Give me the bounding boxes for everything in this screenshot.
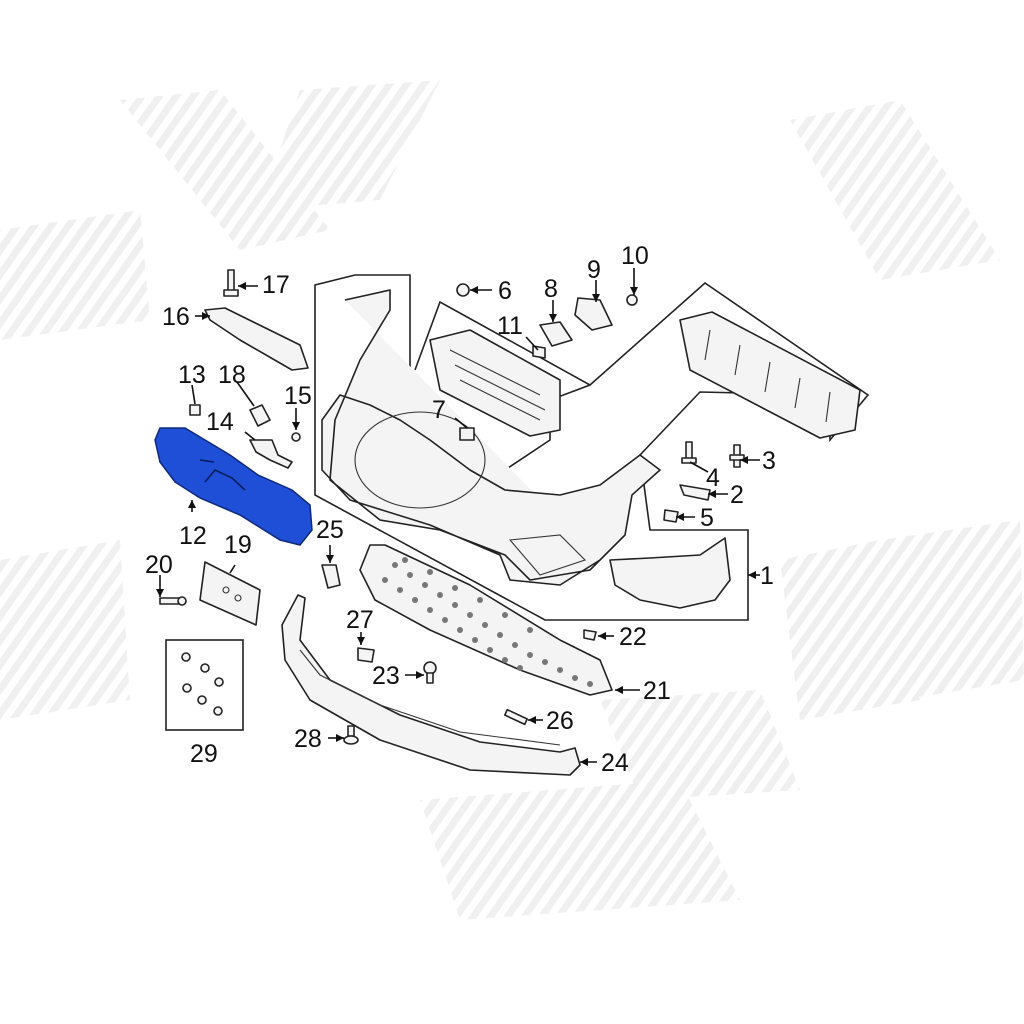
callout-15: 15: [284, 382, 312, 410]
part-20-screw: [159, 596, 187, 606]
callout-28: 28: [294, 725, 322, 753]
part-bumper-cover: [321, 289, 661, 586]
part-5-clip: [663, 509, 679, 523]
callout-24: 24: [601, 749, 629, 777]
part-28-pushpin: [343, 725, 359, 745]
part-13-clip: [189, 404, 201, 416]
callout-13: 13: [178, 361, 206, 389]
callout-16: 16: [162, 303, 190, 331]
part-29-kit-frame: [165, 639, 244, 731]
part-9-bracket: [574, 297, 613, 331]
part-18-sensor: [249, 404, 271, 427]
part-24-lower-lip: [281, 594, 581, 776]
part-29-fasteners: [181, 652, 224, 716]
callout-6: 6: [498, 277, 512, 305]
callout-5: 5: [700, 504, 714, 532]
part-4-bolt: [681, 441, 697, 464]
callout-labels: 1 2 3 4 5 6 7 8 9 10 11 12 13 14 15 16 1…: [145, 242, 776, 777]
callout-2: 2: [730, 481, 744, 509]
part-1-deflector: [609, 537, 731, 609]
bumper-grille-opening: [354, 411, 486, 509]
callout-11: 11: [497, 312, 523, 340]
callout-12: 12: [179, 522, 207, 550]
part-12-grille-detail: [199, 459, 246, 491]
bumper-fog-opening: [508, 534, 587, 576]
part-8-bracket: [539, 321, 573, 347]
callout-17: 17: [262, 271, 290, 299]
callout-9: 9: [587, 256, 601, 284]
part-energy-absorber: [679, 311, 861, 439]
callout-1: 1: [760, 562, 774, 590]
air-guide-ribs: [449, 349, 546, 421]
leader-arrowheads: [156, 282, 756, 766]
absorber-pockets: [704, 329, 831, 423]
part-16-bracket: [204, 307, 309, 371]
part-17-bolt: [223, 269, 239, 297]
callout-27: 27: [346, 606, 374, 634]
callout-25: 25: [316, 516, 344, 544]
part-25-clip: [321, 564, 341, 589]
callout-7: 7: [432, 396, 446, 424]
watermark: [0, 80, 1024, 920]
part-6-pushpin: [456, 283, 470, 297]
part-3-stud: [729, 444, 745, 468]
part-23-pushpin: [423, 661, 437, 684]
part-11-clip: [532, 345, 546, 359]
callout-23: 23: [372, 662, 400, 690]
callout-14: 14: [206, 408, 234, 436]
part-14-bracket: [249, 439, 293, 469]
callout-20: 20: [145, 551, 173, 579]
part-21-mesh: [382, 557, 593, 687]
lower-lip-detail: [299, 649, 561, 746]
part-12-grille-insert: [154, 427, 313, 546]
part-26-stud: [503, 708, 529, 726]
callout-8: 8: [544, 275, 558, 303]
part-7-clip: [459, 427, 475, 441]
callout-18: 18: [218, 361, 246, 389]
callout-10: 10: [621, 242, 649, 270]
part-27-bracket: [357, 647, 375, 663]
part-22-clip: [583, 629, 597, 641]
part-19-plate-bracket: [199, 561, 261, 626]
part-2-bracket: [679, 484, 711, 501]
part-21-lower-grille: [359, 544, 613, 696]
callout-26: 26: [546, 707, 574, 735]
callout-21: 21: [643, 677, 671, 705]
callout-22: 22: [619, 623, 647, 651]
callout-3: 3: [762, 447, 776, 475]
callout-4: 4: [706, 464, 720, 492]
callout-19: 19: [224, 531, 252, 559]
part-19-hole-1: [222, 586, 230, 594]
callout-29: 29: [190, 740, 218, 768]
part-15-grommet: [291, 432, 301, 442]
part-10-pushpin: [626, 294, 638, 306]
part-19-hole-2: [234, 594, 242, 602]
